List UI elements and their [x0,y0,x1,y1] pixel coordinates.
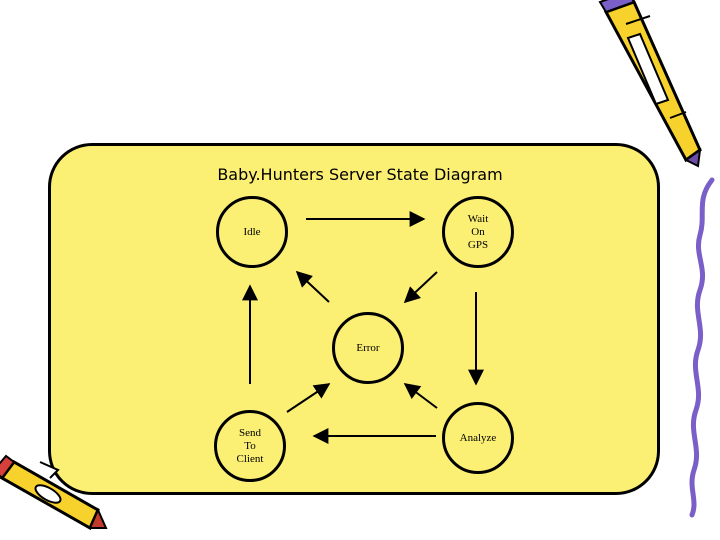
state-analyze-label: Analyze [459,431,497,444]
state-wait-on-gps: Wait On GPS [442,196,514,268]
squiggle-line-icon [689,177,715,518]
arrow-error-to-idle [295,270,330,303]
state-analyze: Analyze [442,402,514,474]
arrow-error-to-wait [403,271,438,304]
state-send-to-client: Send To Client [214,410,286,482]
state-send-to-client-label: Send To Client [236,426,264,465]
pencil-bottom-left-icon [0,454,108,531]
arrow-send-to-error [286,383,331,413]
state-idle: Idle [216,196,288,268]
diagram-title: Baby.Hunters Server State Diagram [217,165,503,184]
state-error: Error [332,312,404,384]
arrow-analyze-to-error [403,383,438,409]
state-idle-label: Idle [243,225,261,238]
pencil-top-right-icon [598,0,702,168]
state-error-label: Error [356,341,380,354]
state-wait-on-gps-label: Wait On GPS [467,212,489,251]
